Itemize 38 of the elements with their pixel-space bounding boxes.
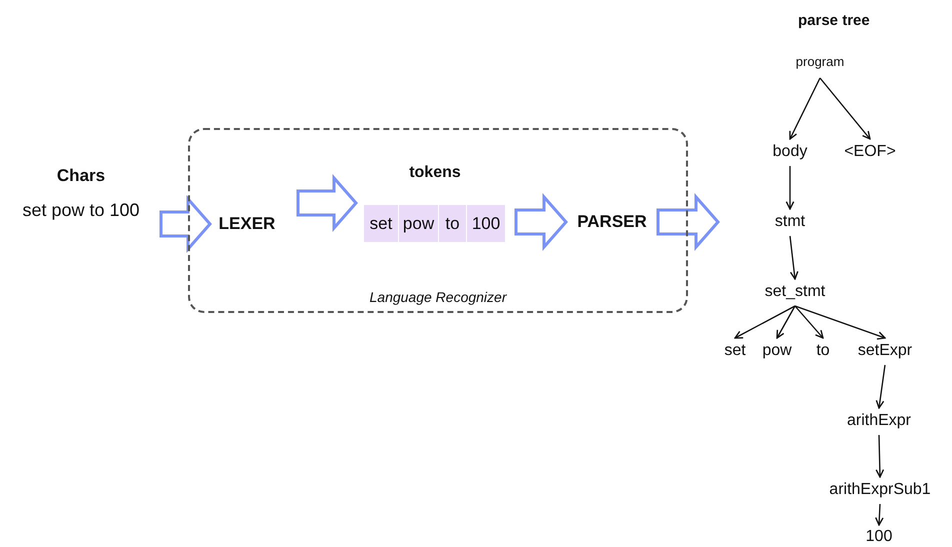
tree-node-label: program xyxy=(790,52,850,70)
block-arrow xyxy=(296,174,358,232)
tree-node-label: arithExpr xyxy=(841,410,917,432)
tree-node-label: pow xyxy=(758,340,796,362)
tree-arrow xyxy=(794,305,886,340)
input-text: set pow to 100 xyxy=(22,200,140,221)
tree-arrow xyxy=(876,364,886,409)
block-arrow xyxy=(656,193,720,251)
tree-arrow xyxy=(776,306,796,339)
tokens-heading: tokens xyxy=(408,164,462,182)
frame-caption: Language Recognizer xyxy=(368,289,508,305)
block-arrow xyxy=(160,195,212,253)
tree-node-label: setExpr xyxy=(848,340,922,362)
tree-arrow xyxy=(789,78,821,140)
tree-node-label: stmt xyxy=(770,211,810,233)
tree-arrow xyxy=(820,78,871,140)
tree-arrow xyxy=(786,166,794,210)
token-cell: 100 xyxy=(467,205,505,242)
token-cell: to xyxy=(439,205,466,242)
tree-arrow xyxy=(734,305,796,339)
input-heading: Chars xyxy=(56,166,106,186)
tree-heading: parse tree xyxy=(798,12,870,29)
tree-node-label: body xyxy=(768,141,812,163)
tree-arrow xyxy=(789,236,798,280)
token-cell: set xyxy=(364,205,398,242)
tree-node-label: set_stmt xyxy=(758,281,832,303)
tree-node-label: 100 xyxy=(862,527,896,547)
stage-label: LEXER xyxy=(214,210,280,238)
token-cell: pow xyxy=(399,205,438,242)
block-arrow xyxy=(514,193,568,251)
tree-arrow xyxy=(876,434,884,478)
tree-node-label: to xyxy=(812,340,834,362)
tree-arrow xyxy=(875,504,884,526)
tree-node-label: <EOF> xyxy=(842,141,898,163)
tree-node-label: set xyxy=(720,340,750,362)
tree-arrow xyxy=(794,306,824,339)
stage-label: PARSER xyxy=(572,208,652,236)
tree-node-label: arithExprSub1 xyxy=(825,479,935,501)
